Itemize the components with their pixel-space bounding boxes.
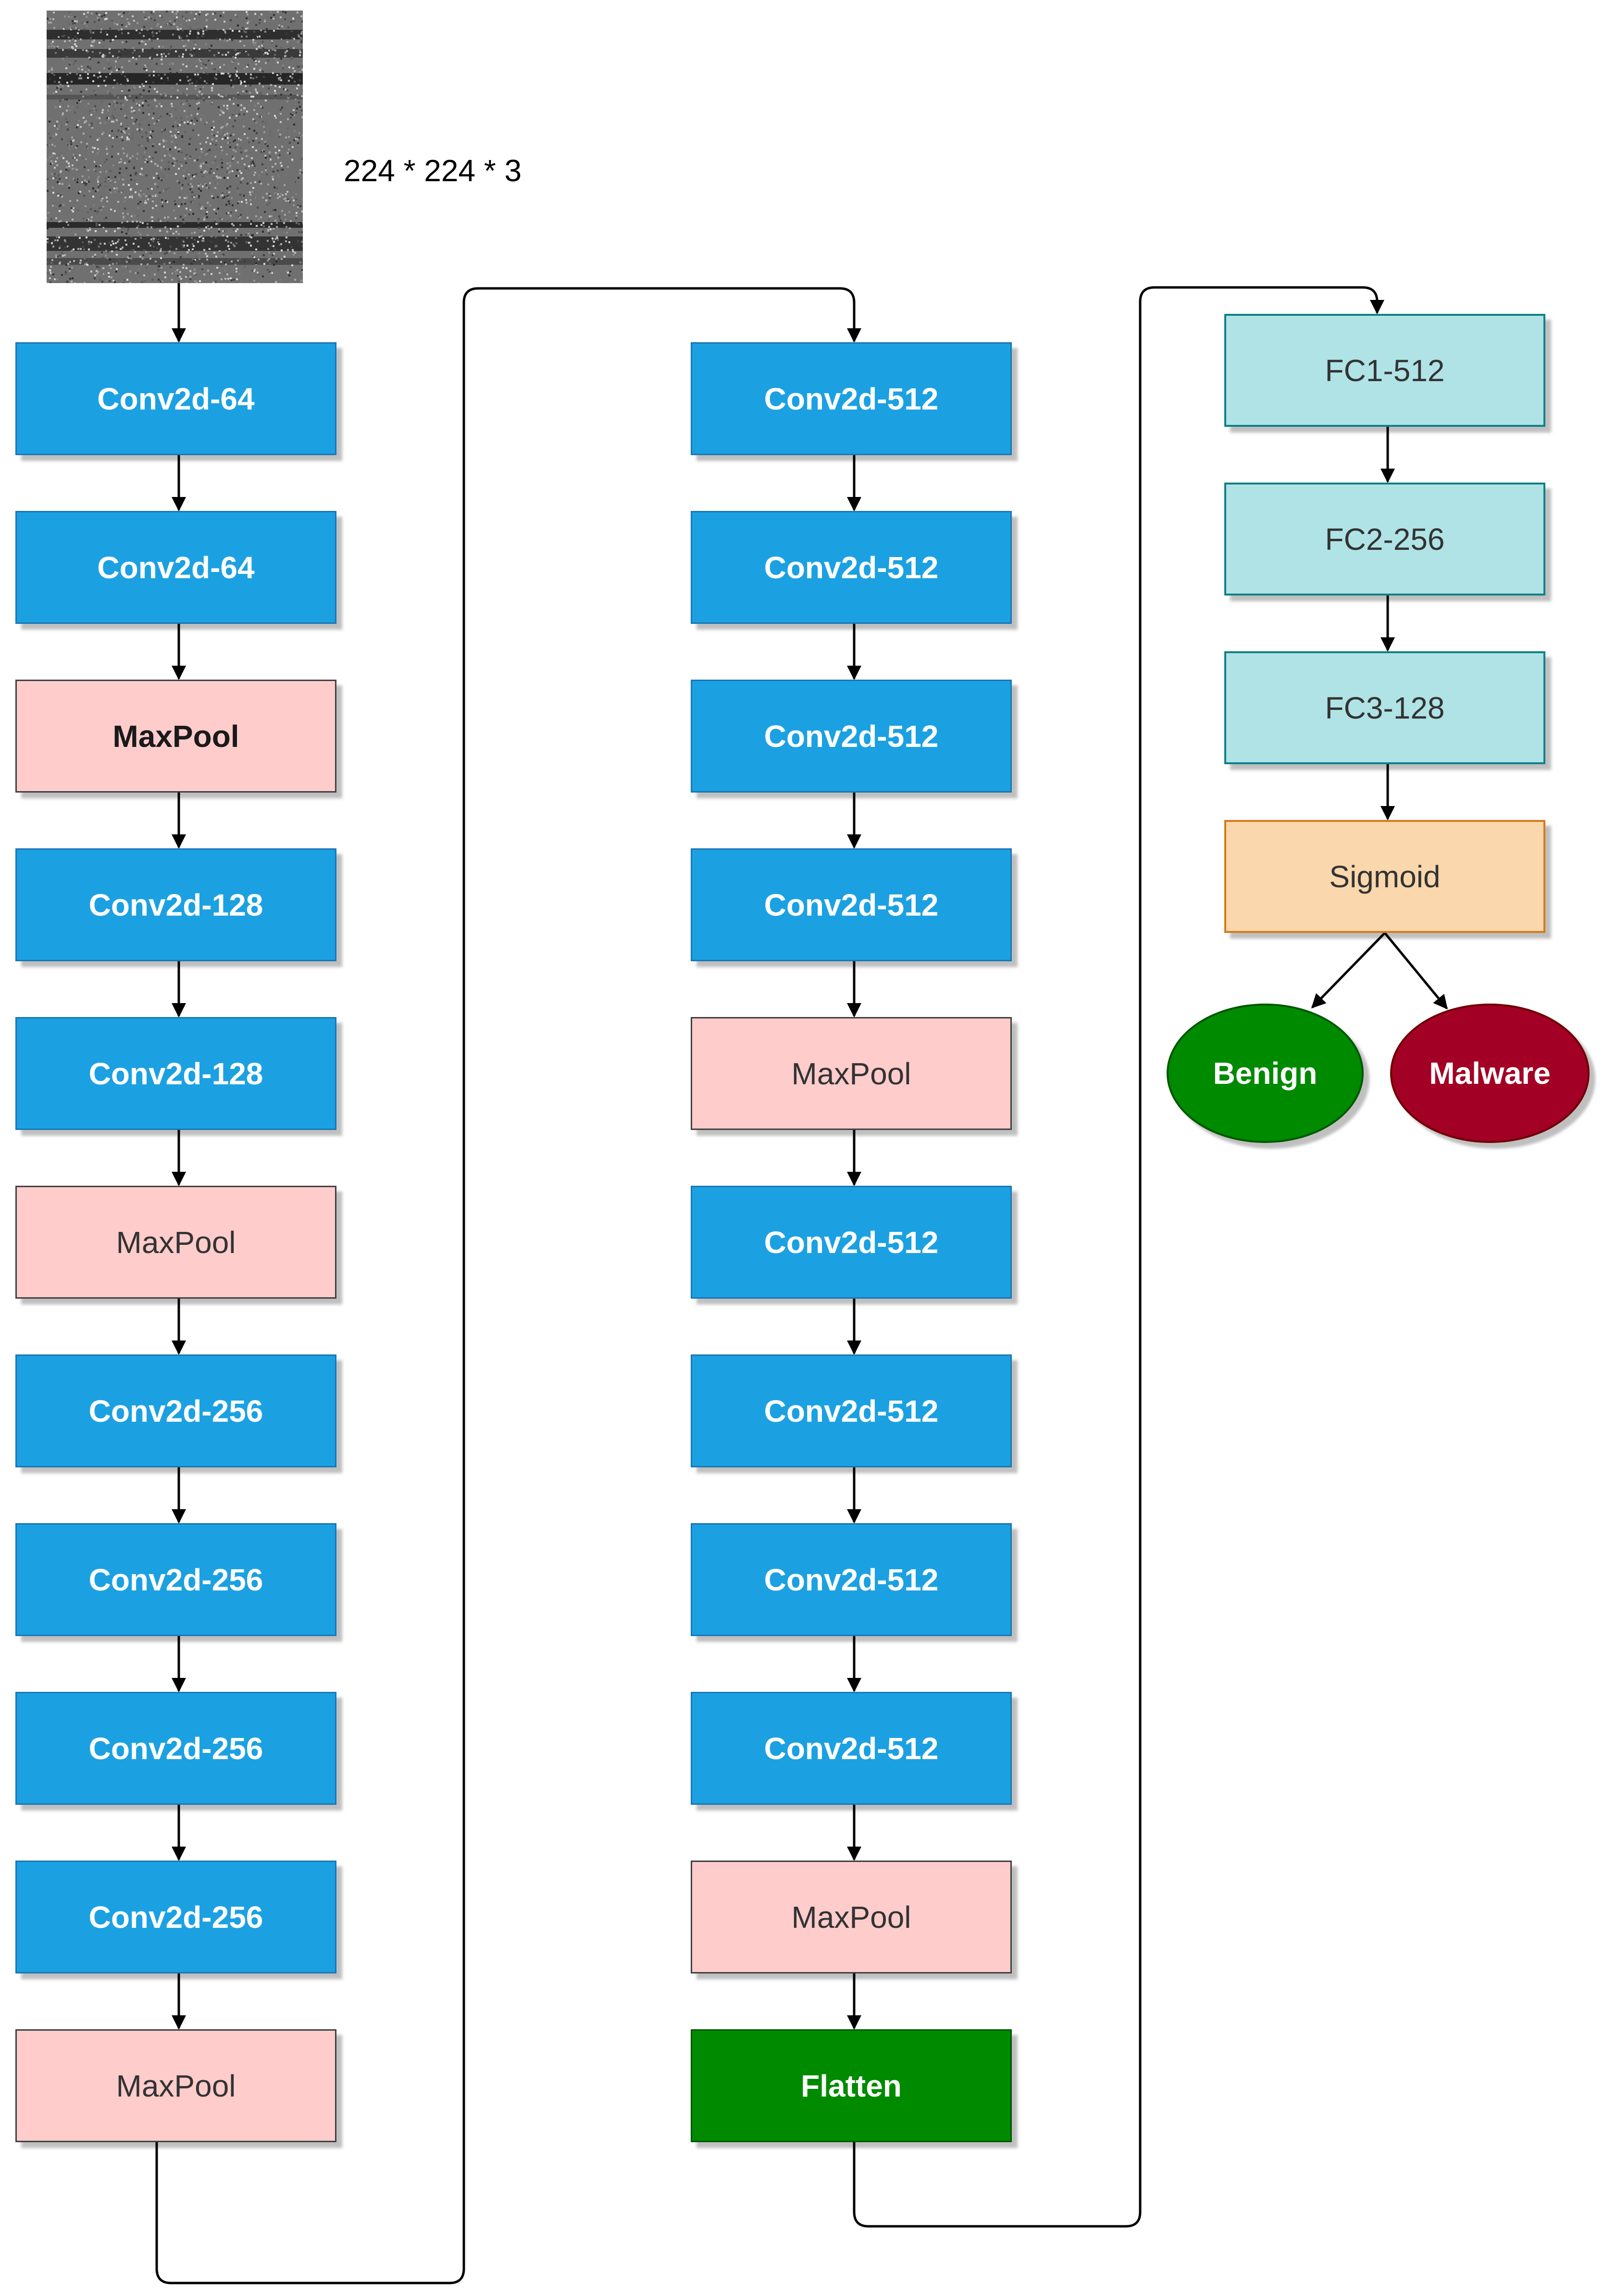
layer-maxpool-col1-6: MaxPool [15,1186,336,1299]
layer-conv2d-256-col1-10: Conv2d-256 [15,1861,336,1973]
input-image [47,11,303,283]
layer-fc3-128-col3-3: FC3-128 [1224,651,1545,764]
layer-label: FC1-512 [1325,353,1445,388]
layer-label: Conv2d-512 [764,1393,939,1428]
layer-label: Conv2d-128 [88,1056,263,1091]
layer-label: Conv2d-128 [88,887,263,922]
layer-label: Conv2d-64 [97,381,255,416]
layer-conv2d-128-col1-5: Conv2d-128 [15,1017,336,1130]
layer-label: Conv2d-512 [764,1731,939,1766]
layer-conv2d-256-col1-9: Conv2d-256 [15,1692,336,1805]
layer-label: Conv2d-256 [88,1731,263,1766]
layer-label: Flatten [801,2068,902,2103]
layer-fc1-512-col3-1: FC1-512 [1224,314,1545,427]
layer-label: Conv2d-256 [88,1562,263,1597]
layer-maxpool-col1-3: MaxPool [15,680,336,793]
connector-col1-to-col2 [155,287,861,2284]
layer-conv2d-512-col2-8: Conv2d-512 [691,1523,1012,1636]
layer-conv2d-256-col1-7: Conv2d-256 [15,1354,336,1467]
layer-label: FC2-256 [1325,521,1445,557]
layer-label: MaxPool [116,2068,236,2103]
connector-col2-to-col3 [853,286,1384,2228]
layer-conv2d-512-col2-6: Conv2d-512 [691,1186,1012,1299]
layer-fc2-256-col3-2: FC2-256 [1224,483,1545,596]
layer-maxpool-col1-11: MaxPool [15,2029,336,2142]
layer-conv2d-512-col2-7: Conv2d-512 [691,1354,1012,1467]
output-malware-label: Malware [1429,1056,1551,1091]
layer-label: FC3-128 [1325,690,1445,725]
layer-label: MaxPool [791,1899,911,1935]
output-benign: Benign [1167,1004,1364,1143]
layer-label: MaxPool [116,1225,236,1260]
layer-label: Conv2d-512 [764,719,939,754]
layer-conv2d-512-col2-1: Conv2d-512 [691,342,1012,455]
layer-label: Sigmoid [1329,859,1441,894]
layer-label: Conv2d-512 [764,550,939,585]
layer-conv2d-512-col2-2: Conv2d-512 [691,511,1012,624]
layer-flatten-col2-11: Flatten [691,2029,1012,2142]
layer-conv2d-512-col2-3: Conv2d-512 [691,680,1012,793]
arrow-sigmoid-to-benign [1311,932,1386,1009]
output-malware: Malware [1390,1004,1590,1143]
malware-image-texture [47,11,303,283]
output-benign-label: Benign [1213,1056,1318,1091]
layer-sigmoid-col3-4: Sigmoid [1224,820,1545,933]
layer-conv2d-512-col2-9: Conv2d-512 [691,1692,1012,1805]
layer-label: MaxPool [791,1056,911,1091]
layer-label: MaxPool [112,719,239,754]
arrow-sigmoid-to-malware [1384,932,1448,1010]
layer-conv2d-128-col1-4: Conv2d-128 [15,848,336,961]
layer-label: Conv2d-512 [764,1225,939,1260]
layer-label: Conv2d-512 [764,1562,939,1597]
layer-maxpool-col2-10: MaxPool [691,1861,1012,1973]
layer-conv2d-256-col1-8: Conv2d-256 [15,1523,336,1636]
layer-conv2d-64-col1-1: Conv2d-64 [15,342,336,455]
input-dimensions-label: 224 * 224 * 3 [344,153,522,188]
layer-maxpool-col2-5: MaxPool [691,1017,1012,1130]
layer-label: Conv2d-256 [88,1393,263,1428]
layer-label: Conv2d-512 [764,887,939,922]
layer-label: Conv2d-512 [764,381,939,416]
layer-conv2d-512-col2-4: Conv2d-512 [691,848,1012,961]
layer-conv2d-64-col1-2: Conv2d-64 [15,511,336,624]
layer-label: Conv2d-64 [97,550,255,585]
layer-label: Conv2d-256 [88,1899,263,1935]
